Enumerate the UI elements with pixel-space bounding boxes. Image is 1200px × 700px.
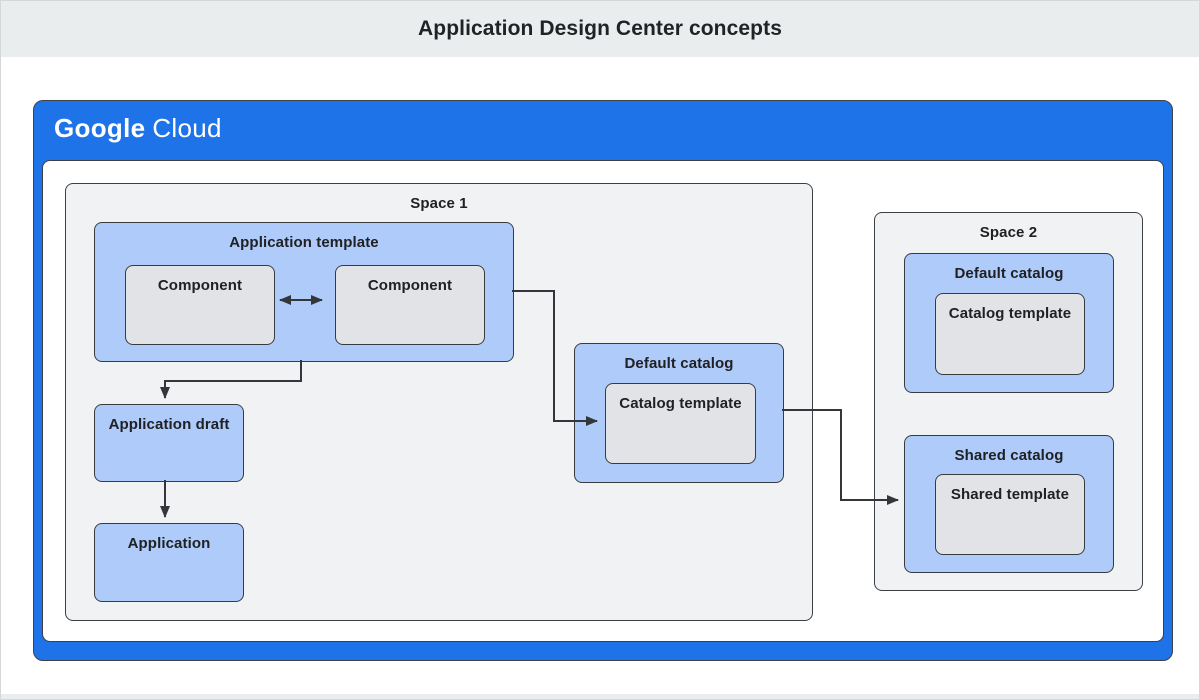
space-1-catalog-template-box: Catalog template [605,383,756,464]
space-1-default-catalog-box: Default catalog Catalog template [574,343,784,483]
space-1-default-catalog-label: Default catalog [624,355,734,372]
component-2-box: Component [335,265,485,345]
application-template-label: Application template [229,234,379,251]
space-1-label: Space 1 [410,195,468,212]
application-template-box: Application template Component Component [94,222,514,362]
page-title: Application Design Center concepts [418,17,782,40]
application-label: Application [127,535,211,552]
application-box: Application [94,523,244,602]
google-wordmark: Google [54,113,146,143]
space-2-label: Space 2 [979,224,1038,241]
shared-catalog-label: Shared catalog [954,447,1064,464]
component-1-label: Component [157,277,243,294]
space-2-catalog-template-label: Catalog template [948,305,1072,322]
shared-template-box: Shared template [935,474,1085,555]
application-draft-box: Application draft [94,404,244,482]
space-1-catalog-template-label: Catalog template [619,395,742,412]
page-header: Application Design Center concepts [1,1,1199,57]
cloud-wordmark: Cloud [152,113,222,143]
shared-catalog-box: Shared catalog Shared template [904,435,1114,573]
project-canvas: Space 1 Application template Component C… [42,160,1164,642]
footer-strip [1,694,1199,699]
component-2-label: Component [367,277,453,294]
component-1-box: Component [125,265,275,345]
shared-template-label: Shared template [950,486,1070,503]
space-1-box: Space 1 Application template Component C… [65,183,813,621]
space-2-default-catalog-label: Default catalog [954,265,1064,282]
space-2-catalog-template-box: Catalog template [935,293,1085,375]
application-draft-label: Application draft [108,416,230,433]
space-2-box: Space 2 Default catalog Catalog template… [874,212,1143,591]
space-2-default-catalog-box: Default catalog Catalog template [904,253,1114,393]
